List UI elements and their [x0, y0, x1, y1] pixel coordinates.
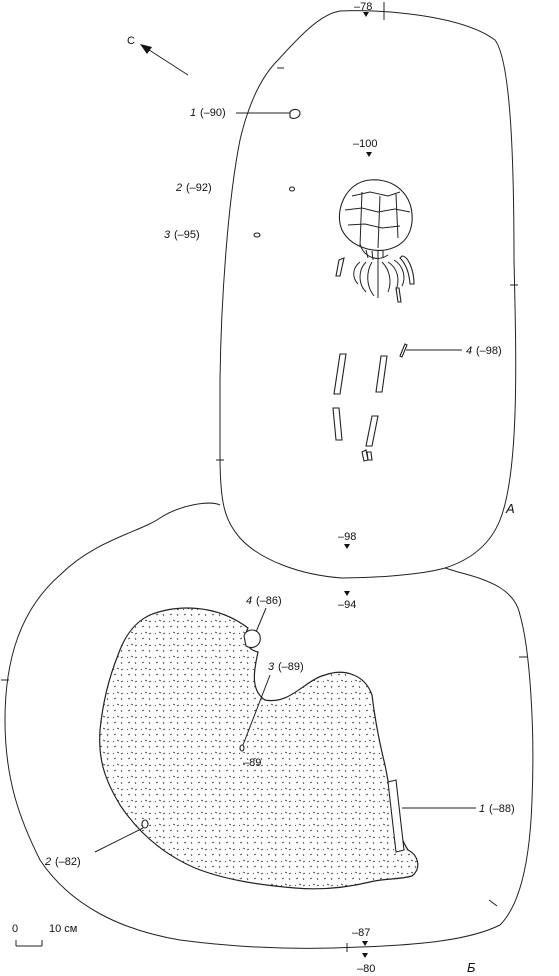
section-b-label: Б — [467, 960, 476, 975]
find-b-3-object — [239, 744, 245, 752]
level-top: –78 — [354, 1, 372, 17]
find-b-3: 3 (–89) — [239, 661, 304, 752]
skeleton — [332, 179, 415, 462]
svg-text:–94: –94 — [338, 599, 356, 611]
svg-text:2: 2 — [44, 856, 51, 868]
leg-bones — [332, 353, 388, 462]
find-a-2: 2 (–92) — [175, 182, 296, 194]
find-a-3: 3 (–95) — [164, 229, 261, 241]
find-b-1: 1 (–88) — [387, 779, 515, 853]
find-b-2: 2 (–82) — [44, 819, 149, 868]
svg-text:(–92): (–92) — [186, 182, 212, 194]
level-junction-arrow-icon — [344, 591, 350, 596]
level-b-inner: –89 — [243, 757, 261, 769]
section-a-label: А — [505, 501, 515, 516]
level-junction: –94 — [338, 591, 356, 611]
find-b-2-object — [141, 819, 149, 829]
find-b-1-object — [387, 779, 405, 853]
svg-text:1: 1 — [190, 107, 196, 119]
find-a-3-object — [253, 232, 261, 238]
level-a-bottom: –98 — [338, 531, 356, 549]
pit-a-ticks — [216, 2, 518, 461]
find-a-1: 1 (–90) — [190, 107, 301, 119]
svg-text:3: 3 — [164, 229, 171, 241]
level-b-bottom-inner: –87 — [352, 927, 370, 946]
north-arrow-head-icon — [140, 44, 152, 54]
svg-text:–100: –100 — [353, 138, 377, 150]
level-a-head: –100 — [353, 138, 377, 157]
svg-text:(–86): (–86) — [256, 595, 282, 607]
svg-text:0: 0 — [12, 923, 18, 935]
ribcage — [353, 258, 405, 303]
svg-text:(–89): (–89) — [278, 661, 304, 673]
pit-a-outline — [219, 10, 517, 579]
find-b-4: 4 (–86) — [243, 595, 282, 649]
level-top-arrow-icon — [363, 12, 369, 17]
svg-text:3: 3 — [268, 661, 275, 673]
svg-text:1: 1 — [479, 803, 485, 815]
svg-text:10 см: 10 см — [49, 923, 77, 935]
level-b-bottom-inner-arrow-icon — [362, 941, 368, 946]
north-arrow: С — [127, 35, 189, 76]
stone-slab — [99, 607, 419, 890]
skull — [338, 179, 413, 261]
find-a-4-object — [399, 343, 408, 358]
north-label: С — [127, 35, 135, 47]
level-a-head-arrow-icon — [366, 152, 372, 157]
svg-text:2: 2 — [175, 182, 182, 194]
svg-text:–98: –98 — [338, 531, 356, 543]
svg-text:(–95): (–95) — [174, 229, 200, 241]
find-a-1-object — [289, 108, 301, 119]
find-a-4: 4 (–98) — [399, 343, 502, 358]
pit-b-outline — [4, 502, 534, 949]
svg-text:–89: –89 — [243, 757, 261, 769]
svg-text:–78: –78 — [354, 1, 372, 13]
level-a-bottom-arrow-icon — [344, 544, 350, 549]
svg-text:(–82): (–82) — [55, 856, 81, 868]
find-b-4-object — [243, 629, 261, 649]
svg-text:4: 4 — [246, 595, 252, 607]
svg-text:4: 4 — [466, 345, 472, 357]
arm-bones — [335, 255, 415, 285]
pit-b-ticks — [1, 656, 527, 952]
svg-text:–87: –87 — [352, 927, 370, 939]
find-a-2-object — [288, 186, 296, 192]
level-b-bottom: –80 — [357, 953, 375, 975]
level-b-bottom-arrow-icon — [362, 953, 368, 958]
svg-text:–80: –80 — [357, 963, 375, 975]
scale-bar: 0 10 см — [12, 923, 77, 947]
svg-text:(–90): (–90) — [200, 107, 226, 119]
svg-text:(–88): (–88) — [489, 803, 515, 815]
svg-text:(–98): (–98) — [476, 345, 502, 357]
